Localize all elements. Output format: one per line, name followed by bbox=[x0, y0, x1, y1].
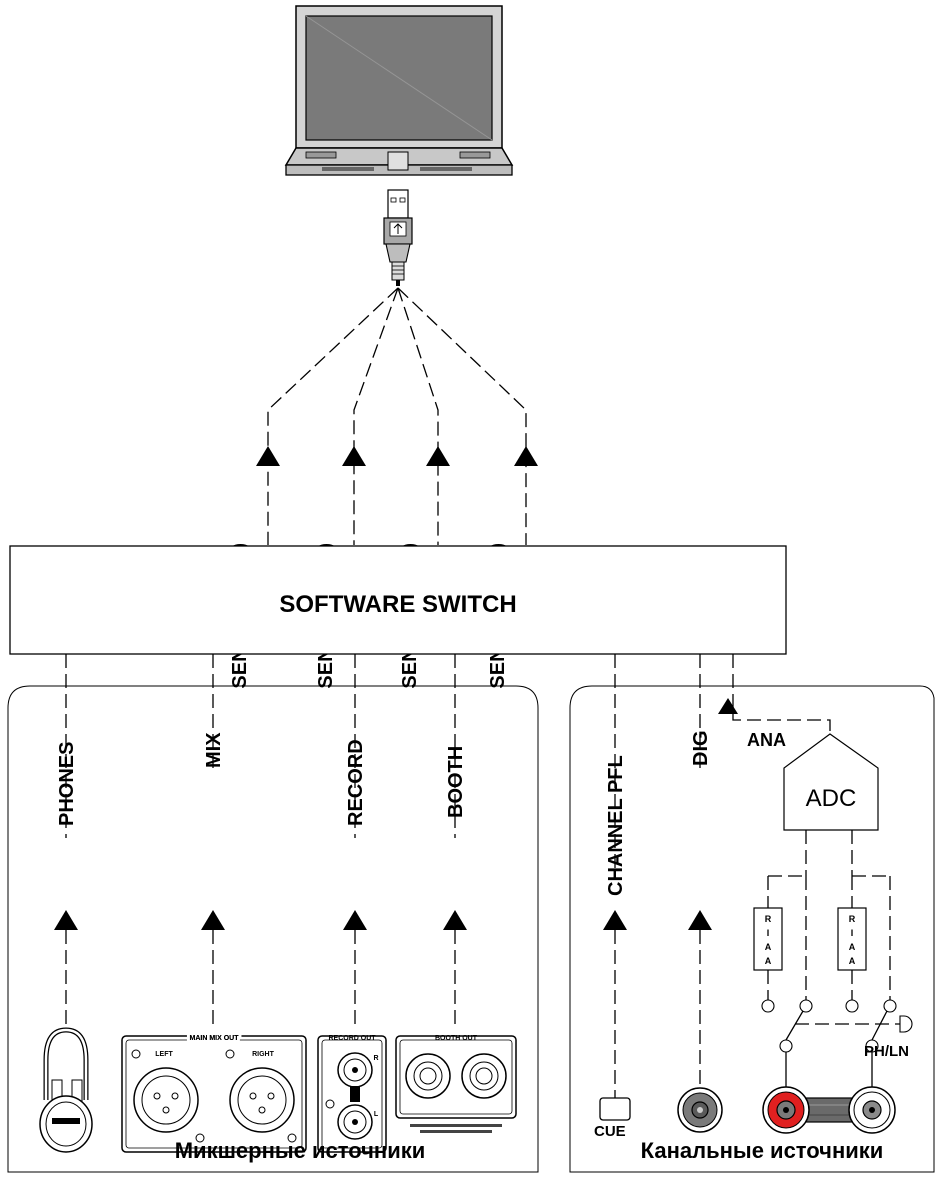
mix-arrow bbox=[201, 910, 225, 930]
booth-arrow bbox=[443, 910, 467, 930]
cue-button: CUE bbox=[594, 1097, 631, 1140]
usb-plug-icon bbox=[383, 189, 413, 286]
channel-pfl-arrow bbox=[603, 910, 627, 930]
channel-pfl-label: CHANNEL PFL bbox=[605, 755, 627, 896]
send-4-arrow bbox=[514, 446, 538, 466]
right-label: RIGHT bbox=[252, 1051, 275, 1058]
svg-text:A: A bbox=[849, 956, 856, 966]
record-out-panel: RECORD OUT R L bbox=[317, 1035, 387, 1153]
phones-label: PHONES bbox=[56, 742, 78, 826]
main-mix-out-label-text: MAIN MIX OUT bbox=[190, 1035, 240, 1042]
channel-sources-caption: Канальные источники bbox=[641, 1138, 884, 1163]
svg-text:R: R bbox=[849, 914, 856, 924]
record-l-label: L bbox=[374, 1111, 379, 1118]
send-2-arrow bbox=[342, 446, 366, 466]
phones-arrow bbox=[54, 910, 78, 930]
record-out-label: RECORD OUT bbox=[328, 1035, 376, 1042]
left-label: LEFT bbox=[155, 1051, 173, 1058]
record-arrow bbox=[343, 910, 367, 930]
ana-label: ANA bbox=[747, 730, 786, 750]
headphones-icon bbox=[39, 1027, 93, 1153]
svg-text:I: I bbox=[851, 928, 854, 938]
booth-out-panel: BOOTH OUT bbox=[395, 1035, 517, 1133]
svg-text:A: A bbox=[849, 942, 856, 952]
usb-fanout-lines bbox=[267, 287, 527, 545]
booth-out-label: BOOTH OUT bbox=[435, 1035, 478, 1042]
send-3-arrow bbox=[426, 446, 450, 466]
riaa-left-block: R I A A bbox=[753, 907, 783, 971]
ana-arrow bbox=[718, 698, 738, 714]
software-switch-label: SOFTWARE SWITCH bbox=[279, 591, 516, 618]
dig-arrow bbox=[688, 910, 712, 930]
software-switch-box bbox=[9, 545, 787, 655]
laptop-icon bbox=[284, 5, 514, 176]
mix-label: MIX bbox=[203, 732, 225, 768]
main-mix-out-label: MAIN MIX OUT bbox=[190, 1035, 240, 1042]
riaa-network bbox=[767, 830, 891, 1000]
svg-text:R: R bbox=[765, 914, 772, 924]
mixer-signal-lines bbox=[65, 654, 456, 1030]
record-r-label: R bbox=[373, 1055, 378, 1062]
booth-label: BOOTH bbox=[445, 746, 467, 818]
cue-label: CUE bbox=[594, 1123, 626, 1140]
send-1-arrow bbox=[256, 446, 280, 466]
mixer-sources-caption: Микшерные источники bbox=[175, 1138, 426, 1163]
channel-signal-lines bbox=[614, 654, 831, 1098]
ph-ln-label: PH/LN bbox=[864, 1043, 909, 1060]
main-mix-out-panel: MAIN MIX OUT MAIN MIX OUT LEFT RIGHT bbox=[121, 1032, 307, 1153]
adc-block: ADC bbox=[783, 733, 879, 831]
svg-text:A: A bbox=[765, 956, 772, 966]
svg-text:I: I bbox=[767, 928, 770, 938]
record-label: RECORD bbox=[345, 739, 367, 826]
dig-label: DIG bbox=[690, 730, 712, 766]
adc-label: ADC bbox=[806, 785, 857, 812]
digital-rca-jack bbox=[677, 1087, 723, 1133]
riaa-right-block: R I A A bbox=[837, 907, 867, 971]
svg-text:A: A bbox=[765, 942, 772, 952]
channel-sources-panel bbox=[569, 685, 935, 1173]
ph-ln-switch: PH/LN bbox=[761, 999, 913, 1104]
mixer-sources-panel bbox=[7, 685, 539, 1173]
analog-rca-pair bbox=[762, 1086, 896, 1134]
